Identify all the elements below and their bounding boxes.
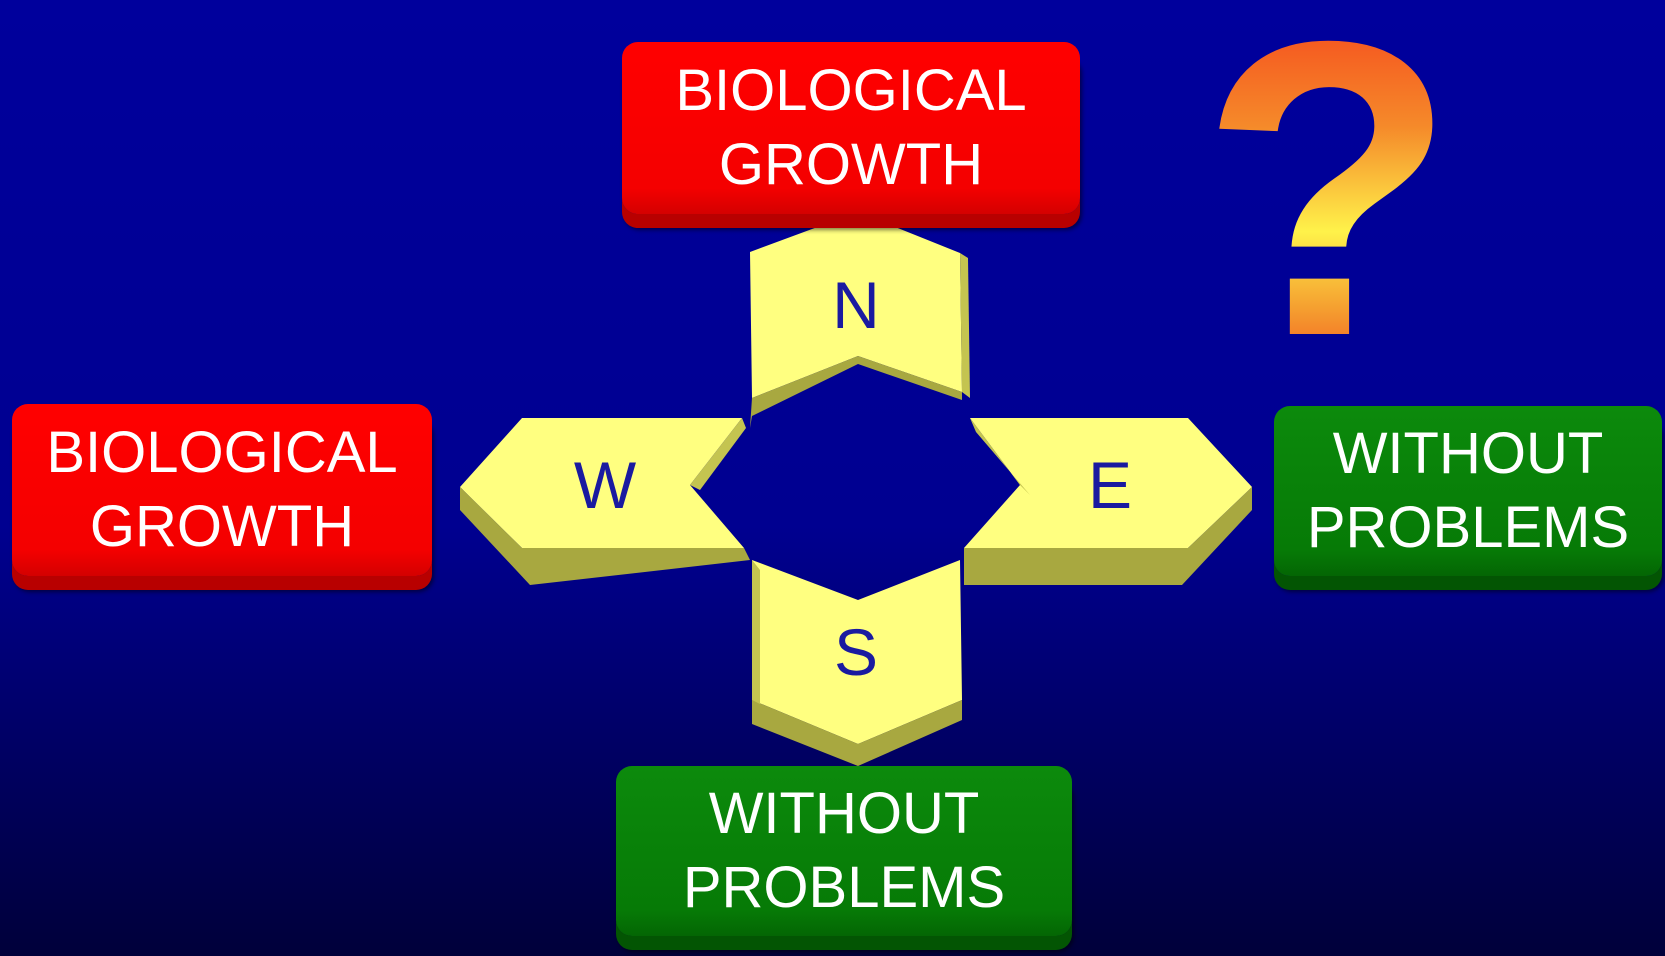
east-box: WITHOUT PROBLEMS bbox=[1274, 406, 1662, 576]
east-arrow: E bbox=[964, 418, 1252, 585]
west-box-line1: BIOLOGICAL bbox=[46, 420, 398, 485]
west-box-line2: GROWTH bbox=[89, 494, 355, 559]
south-box: WITHOUT PROBLEMS bbox=[616, 766, 1072, 936]
west-box: BIOLOGICAL GROWTH bbox=[12, 404, 432, 576]
north-arrow: N bbox=[750, 212, 970, 428]
south-box-line2: PROBLEMS bbox=[682, 855, 1006, 920]
north-box: BIOLOGICAL GROWTH bbox=[622, 42, 1080, 214]
north-label: N bbox=[832, 268, 880, 342]
east-label: E bbox=[1088, 448, 1132, 522]
east-box-line1: WITHOUT bbox=[1332, 421, 1604, 486]
north-box-line2: GROWTH bbox=[718, 132, 984, 197]
south-arrow: S bbox=[752, 560, 962, 766]
west-arrow: W bbox=[460, 418, 750, 585]
south-box-line1: WITHOUT bbox=[708, 781, 980, 846]
question-mark-icon: ? bbox=[1200, 0, 1457, 400]
west-label: W bbox=[574, 448, 637, 522]
east-box-line2: PROBLEMS bbox=[1306, 495, 1630, 560]
north-box-line1: BIOLOGICAL bbox=[675, 58, 1027, 123]
south-label: S bbox=[834, 615, 878, 689]
